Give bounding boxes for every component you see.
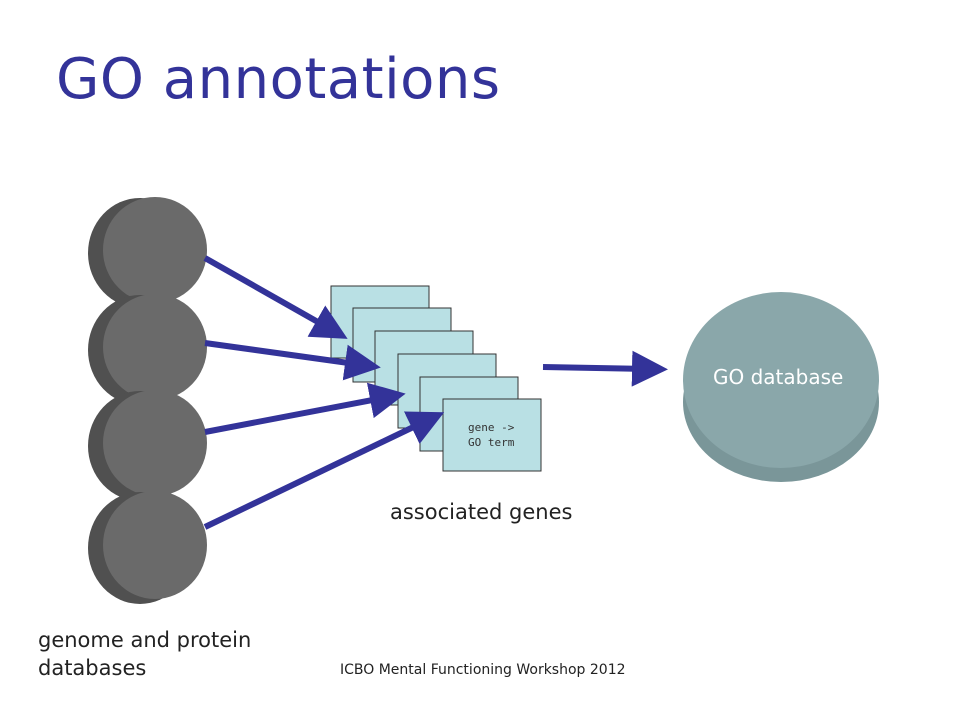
database-disk [88, 294, 207, 405]
arrow [203, 411, 445, 530]
associated-genes-caption: associated genes [390, 500, 573, 524]
source-databases-caption: genome and protein databases [38, 626, 251, 682]
database-disk [88, 390, 207, 501]
slide-footer: ICBO Mental Functioning Workshop 2012 [340, 662, 626, 678]
go-database-label: GO database [713, 365, 844, 389]
slide-title: GO annotations [56, 47, 501, 112]
card-front-text: gene -> GO term [468, 420, 514, 450]
arrow-to-go-database [542, 350, 668, 387]
arrow [203, 255, 348, 339]
annotation-card-front [442, 398, 542, 472]
card-front-line-1: gene -> [468, 421, 515, 434]
go-database [683, 292, 879, 482]
database-disk [88, 491, 207, 604]
arrow [204, 382, 406, 435]
database-disk [88, 197, 207, 308]
card-front-line-2: GO term [468, 436, 515, 449]
source-databases-caption-line-2: databases [38, 656, 147, 680]
arrow [204, 340, 381, 381]
source-databases-caption-line-1: genome and protein [38, 628, 252, 652]
arrows [203, 255, 668, 530]
